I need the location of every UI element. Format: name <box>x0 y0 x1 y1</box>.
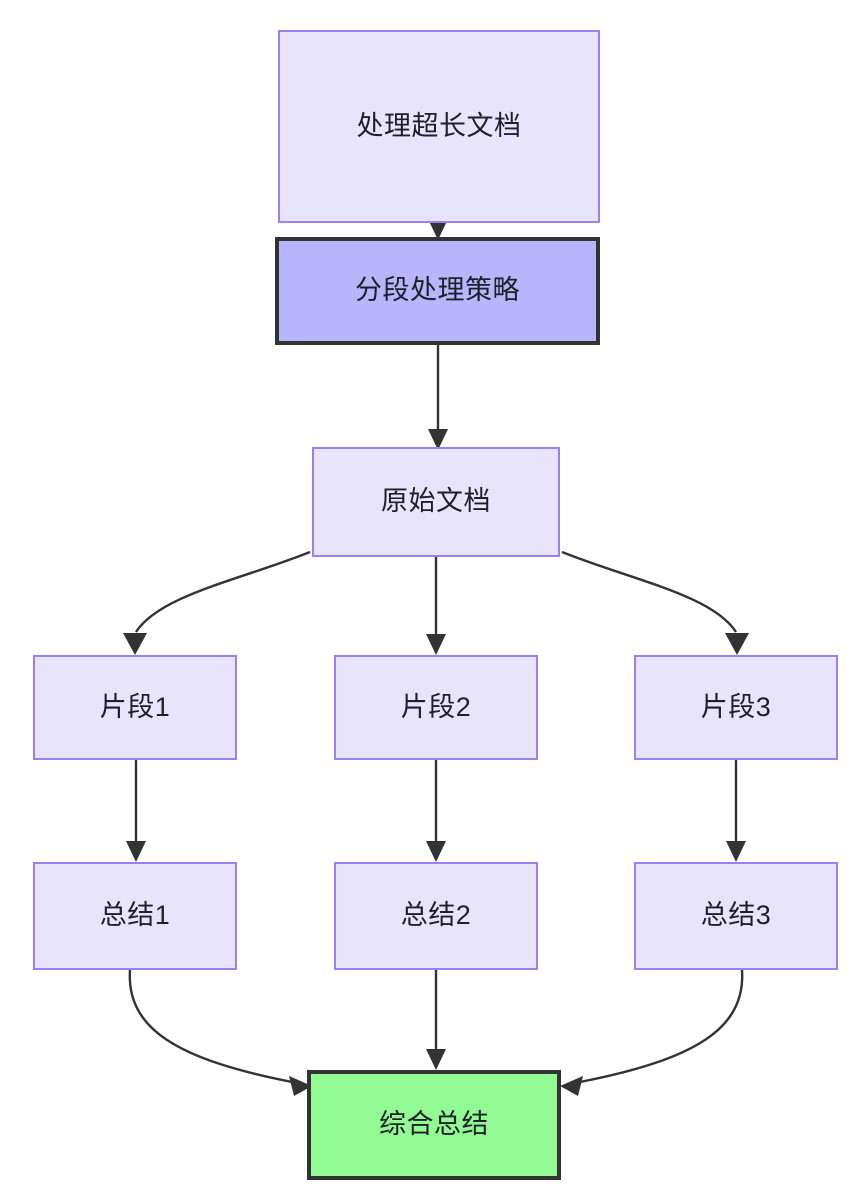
node-original-document[interactable]: 原始文档 <box>312 447 560 557</box>
node-fragment-2[interactable]: 片段2 <box>334 655 538 760</box>
node-label: 分段处理策略 <box>355 275 520 306</box>
node-label: 总结1 <box>99 900 171 931</box>
edge-group-n3-n4 <box>123 550 311 655</box>
edge-group-n9-n10 <box>560 969 744 1096</box>
edge-group-n4-n7 <box>126 760 146 862</box>
edge-group-n2-n3 <box>428 345 448 450</box>
edge-group-n6-n9 <box>726 760 746 862</box>
node-label: 处理超长文档 <box>356 110 522 141</box>
node-fragment-1[interactable]: 片段1 <box>33 655 237 760</box>
node-fragment-3[interactable]: 片段3 <box>634 655 838 760</box>
node-label: 片段2 <box>400 691 472 722</box>
node-summary-2[interactable]: 总结2 <box>334 862 538 970</box>
node-summary-3[interactable]: 总结3 <box>634 862 838 970</box>
edge-group-n3-n6 <box>561 550 749 655</box>
node-label: 总结3 <box>700 900 772 931</box>
node-label: 综合总结 <box>379 1109 489 1140</box>
edge-group-n5-n8 <box>426 760 446 862</box>
node-chunking-strategy[interactable]: 分段处理策略 <box>275 237 600 345</box>
node-label: 片段1 <box>99 691 171 722</box>
node-process-long-document[interactable]: 处理超长文档 <box>278 30 600 223</box>
node-label: 总结2 <box>400 900 472 931</box>
node-label: 原始文档 <box>381 486 491 517</box>
edge-group-n8-n10 <box>426 970 446 1070</box>
node-summary-1[interactable]: 总结1 <box>33 862 237 970</box>
edge-group-n3-n5 <box>426 557 446 655</box>
node-comprehensive-summary[interactable]: 综合总结 <box>307 1070 561 1180</box>
node-label: 片段3 <box>700 691 772 722</box>
edge-group-n7-n10 <box>128 969 312 1096</box>
